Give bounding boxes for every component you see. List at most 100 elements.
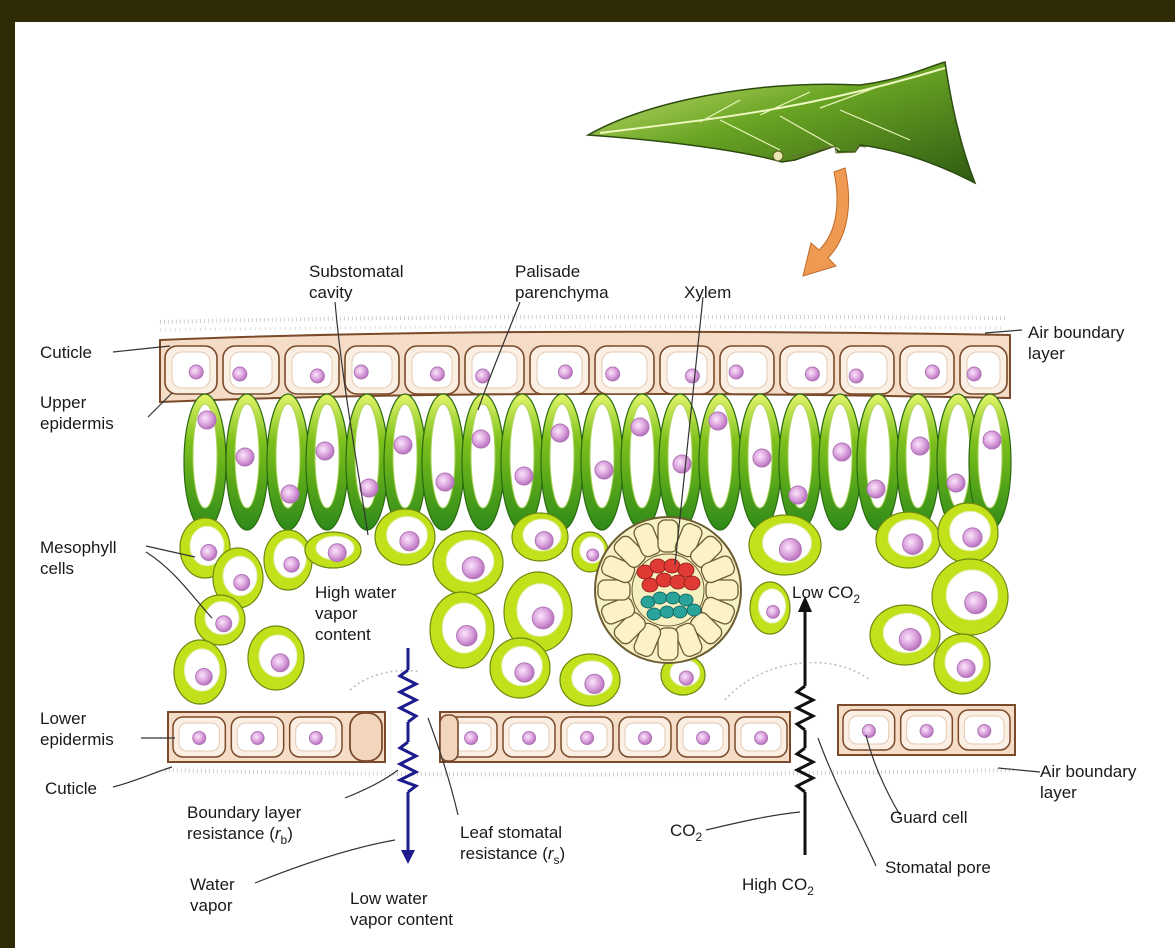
cell-nucleus	[753, 449, 771, 467]
cell-nucleus	[328, 544, 346, 562]
cell-nucleus	[963, 528, 982, 547]
cell-nucleus	[849, 369, 863, 383]
cell-nucleus	[284, 557, 299, 572]
label-guard-cell: Guard cell	[890, 807, 967, 828]
label-cuticle-bottom: Cuticle	[45, 778, 97, 799]
cell-nucleus	[978, 725, 991, 738]
phloem-cell	[687, 604, 701, 616]
cell-nucleus	[360, 479, 378, 497]
cell-nucleus	[606, 367, 620, 381]
cell-nucleus	[587, 549, 599, 561]
cell-nucleus	[925, 365, 939, 379]
cell-nucleus	[198, 411, 216, 429]
label-high-co2: High CO2	[742, 874, 814, 897]
cell-nucleus	[631, 418, 649, 436]
cell-nucleus	[899, 629, 921, 651]
cell-nucleus	[767, 606, 780, 619]
label-co2: CO2	[670, 820, 702, 843]
cell-nucleus	[193, 732, 206, 745]
palisade-parenchyma-layer	[184, 394, 1011, 530]
label-cuticle-top: Cuticle	[40, 342, 92, 363]
label-xylem: Xylem	[684, 282, 731, 303]
cell-nucleus	[515, 467, 533, 485]
lower-epidermis	[168, 705, 1015, 762]
spongy-mesophyll	[174, 503, 1008, 706]
cell-nucleus	[585, 674, 604, 693]
xylem-cell	[670, 575, 686, 589]
cell-nucleus	[729, 365, 743, 379]
cell-nucleus	[551, 424, 569, 442]
cell-nucleus	[310, 369, 324, 383]
cell-nucleus	[476, 369, 490, 383]
cell-nucleus	[639, 732, 652, 745]
cell-nucleus	[201, 545, 217, 561]
cell-nucleus	[903, 534, 923, 554]
phloem-cell	[673, 606, 687, 618]
co2-resistance-path	[797, 596, 813, 855]
cell-nucleus	[234, 575, 250, 591]
cell-nucleus	[216, 616, 232, 632]
cell-nucleus	[679, 671, 693, 685]
cell-nucleus	[957, 660, 975, 678]
xylem-cell	[642, 578, 658, 592]
cell-nucleus	[316, 442, 334, 460]
cell-nucleus	[430, 367, 444, 381]
upper-epidermis	[160, 332, 1010, 402]
cell-nucleus	[911, 437, 929, 455]
cell-nucleus	[457, 625, 477, 645]
cell-nucleus	[535, 532, 553, 550]
cell-nucleus	[189, 365, 203, 379]
label-air-boundary-layer-bottom: Air boundarylayer	[1040, 761, 1136, 803]
cell-nucleus	[400, 532, 419, 551]
leaf-illustration	[588, 62, 975, 183]
cell-nucleus	[523, 732, 536, 745]
phloem-cell	[653, 592, 667, 604]
phloem-cell	[660, 606, 674, 618]
cell-nucleus	[779, 539, 801, 561]
cell-nucleus	[755, 732, 768, 745]
phloem-cell	[666, 592, 680, 604]
cell-nucleus	[947, 474, 965, 492]
cell-nucleus	[581, 732, 594, 745]
water-vapor-resistance-path	[400, 648, 416, 864]
cell-nucleus	[685, 369, 699, 383]
cell-nucleus	[465, 732, 478, 745]
label-substomatal-cavity: Substomatalcavity	[309, 261, 404, 303]
cell-nucleus	[833, 443, 851, 461]
cell-nucleus	[789, 486, 807, 504]
cell-nucleus	[236, 448, 254, 466]
cell-nucleus	[515, 663, 534, 682]
cell-nucleus	[867, 480, 885, 498]
cell-nucleus	[697, 732, 710, 745]
cell-nucleus	[309, 732, 322, 745]
cell-nucleus	[436, 473, 454, 491]
cell-nucleus	[709, 412, 727, 430]
cell-nucleus	[394, 436, 412, 454]
guard-cell	[440, 715, 458, 761]
cell-nucleus	[532, 607, 554, 629]
cell-nucleus	[965, 592, 987, 614]
leaf-zoom-arrow	[803, 168, 849, 276]
cell-nucleus	[967, 367, 981, 381]
cell-nucleus	[462, 557, 484, 579]
cell-nucleus	[196, 668, 213, 685]
cell-nucleus	[251, 732, 264, 745]
cell-nucleus	[281, 485, 299, 503]
cell-nucleus	[354, 365, 368, 379]
vascular-bundle	[595, 517, 741, 663]
cell-nucleus	[558, 365, 572, 379]
label-stomatal-pore: Stomatal pore	[885, 857, 991, 878]
guard-cell-left	[350, 713, 382, 761]
cell-nucleus	[271, 654, 289, 672]
cell-nucleus	[862, 725, 875, 738]
